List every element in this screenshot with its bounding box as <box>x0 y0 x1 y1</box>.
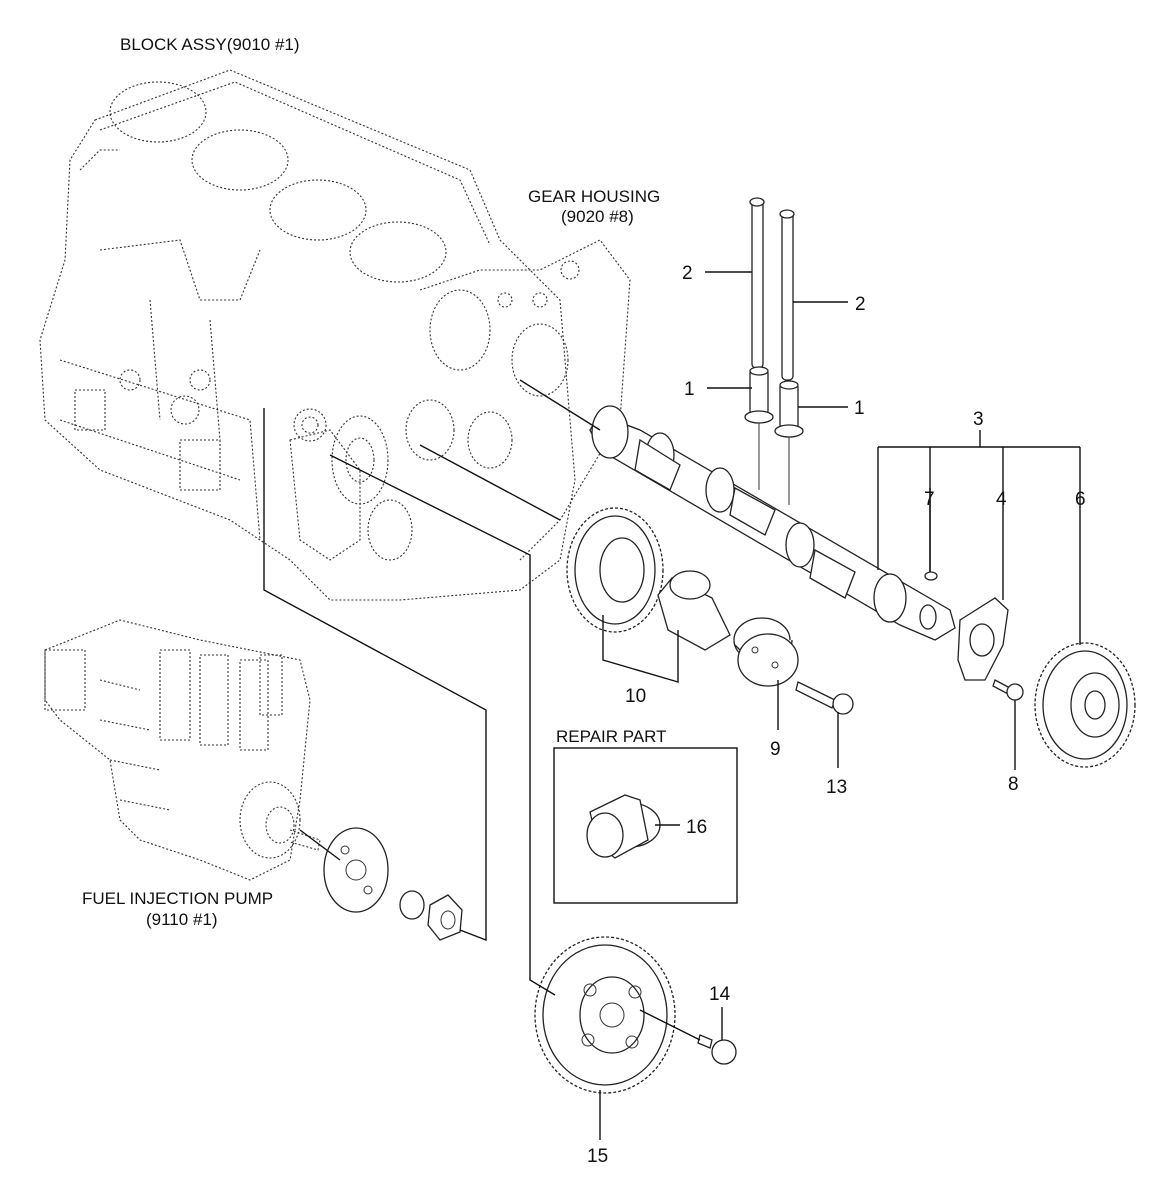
callout-16: 16 <box>686 817 707 838</box>
callout-7: 7 <box>924 489 935 510</box>
fuel-pump-code-label: (9110 #1) <box>146 910 218 929</box>
callout-10: 10 <box>625 686 646 707</box>
callout-3: 3 <box>973 409 984 430</box>
gear-housing-code-label: (9020 #8) <box>561 207 634 226</box>
callout-2a: 2 <box>682 263 693 284</box>
pump-gear <box>534 936 676 1094</box>
bolt-8 <box>992 679 1024 701</box>
callout-9: 9 <box>770 739 781 760</box>
fuel-pump-label: FUEL INJECTION PUMP <box>82 889 273 908</box>
thrust-plate <box>957 597 1009 681</box>
repair-part-box <box>553 747 738 904</box>
leader-lines <box>599 271 1081 1140</box>
assembly-lines <box>263 379 701 1041</box>
cam-gear <box>1034 642 1136 768</box>
gear-housing-label: GEAR HOUSING <box>528 187 660 206</box>
idle-gear <box>566 507 731 651</box>
pump-drive-parts <box>323 827 463 941</box>
tappets <box>744 366 804 505</box>
callout-15: 15 <box>587 1146 608 1167</box>
repair-part-label: REPAIR PART <box>556 727 667 746</box>
callout-14: 14 <box>709 984 731 1005</box>
fuel-injection-pump <box>44 619 321 881</box>
bolt-13 <box>795 681 854 715</box>
push-rods <box>749 197 795 381</box>
callout-6: 6 <box>1075 489 1086 510</box>
idle-gear-shaft <box>733 617 799 687</box>
bolt-14 <box>697 1034 737 1065</box>
block-assy-label: BLOCK ASSY(9010 #1) <box>120 35 300 54</box>
callout-2b: 2 <box>855 294 866 315</box>
callout-1a: 1 <box>684 379 695 400</box>
callout-13: 13 <box>826 777 847 798</box>
callout-1b: 1 <box>854 398 865 419</box>
callout-4: 4 <box>996 489 1007 510</box>
engine-block <box>39 69 631 601</box>
callout-8: 8 <box>1008 774 1019 795</box>
camshaft <box>589 405 956 641</box>
